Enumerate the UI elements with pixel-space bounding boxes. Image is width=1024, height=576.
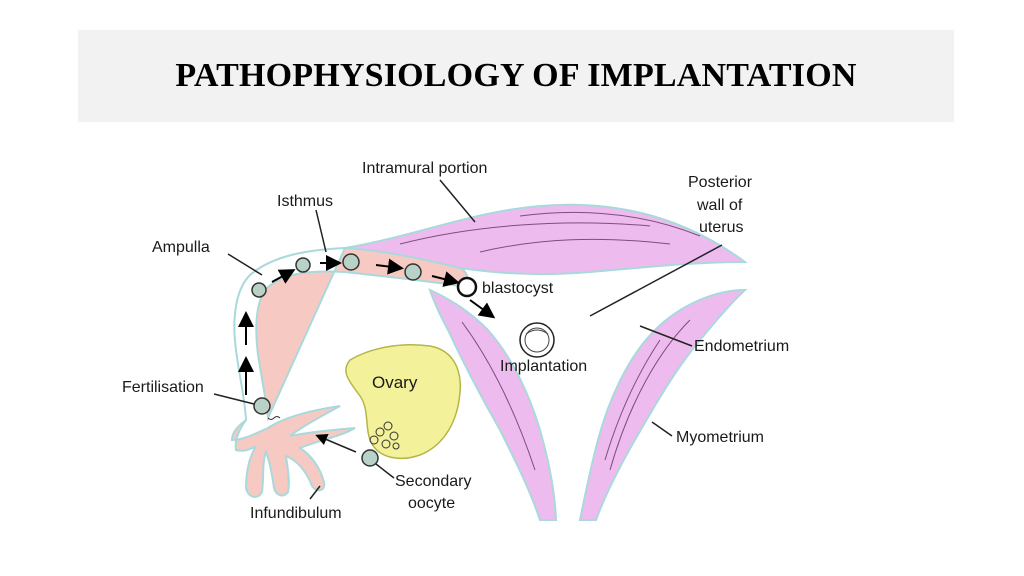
intramural-label: Intramural portion (362, 160, 487, 177)
blastocyst-label: blastocyst (482, 280, 554, 297)
isthmus-leader (315, 209, 327, 253)
fertilisation-leader (213, 393, 255, 405)
four-cell-stage (342, 253, 360, 271)
myometrium-label: Myometrium (676, 429, 764, 446)
zygote-cell (251, 282, 267, 298)
oocyte-release-arrow (315, 433, 357, 453)
ampulla-leader (227, 253, 263, 276)
posterior-wall-label-line1: Posterior (688, 174, 753, 191)
page-title: PATHOPHYSIOLOGY OF IMPLANTATION (175, 57, 857, 94)
secondary-oocyte-cell (361, 449, 379, 467)
left-wall-streak (461, 321, 536, 471)
infundibulum-label: Infundibulum (250, 505, 342, 522)
ovary-label: Ovary (372, 373, 418, 392)
morula-cell (404, 263, 422, 281)
ampulla-label: Ampulla (152, 239, 210, 256)
right-wall-streak (609, 319, 691, 471)
right-wall-streak (604, 339, 661, 461)
endometrium-label: Endometrium (694, 338, 789, 355)
upper-wall-streak (479, 238, 671, 253)
right-uterine-wall (578, 288, 748, 521)
fertilisation-label: Fertilisation (122, 379, 204, 396)
migration-arrow (431, 271, 460, 287)
fertilisation-cell (253, 397, 271, 415)
blastocyst-cell (456, 276, 478, 298)
intramural-leader (439, 179, 476, 223)
sperm-squiggle (267, 416, 281, 420)
secondary-oocyte-label-line2: oocyte (408, 495, 455, 512)
migration-arrow (469, 299, 496, 319)
migration-arrow (375, 258, 404, 275)
endometrium-leader (639, 325, 693, 347)
infundibulum-leader (309, 485, 321, 500)
myometrium-leader (651, 421, 673, 437)
follicle-cluster (369, 421, 400, 450)
upper-wall-streak (399, 222, 651, 245)
implantation-label: Implantation (500, 358, 587, 375)
posterior-wall-label-line2: wall of (696, 197, 743, 214)
migration-arrow (271, 269, 296, 284)
implantation-embryo (519, 322, 555, 358)
left-uterine-wall (428, 288, 558, 521)
ovary (345, 344, 461, 460)
title-bar: PATHOPHYSIOLOGY OF IMPLANTATION (78, 30, 954, 122)
upper-wall-streak (519, 211, 701, 237)
isthmus-label: Isthmus (277, 193, 333, 210)
secondary-oocyte-leader (375, 463, 395, 479)
posterior-wall-leader (589, 244, 723, 317)
two-cell-stage (295, 257, 311, 273)
secondary-oocyte-label-line1: Secondary (395, 473, 472, 490)
posterior-wall-label-line3: uterus (699, 219, 743, 236)
